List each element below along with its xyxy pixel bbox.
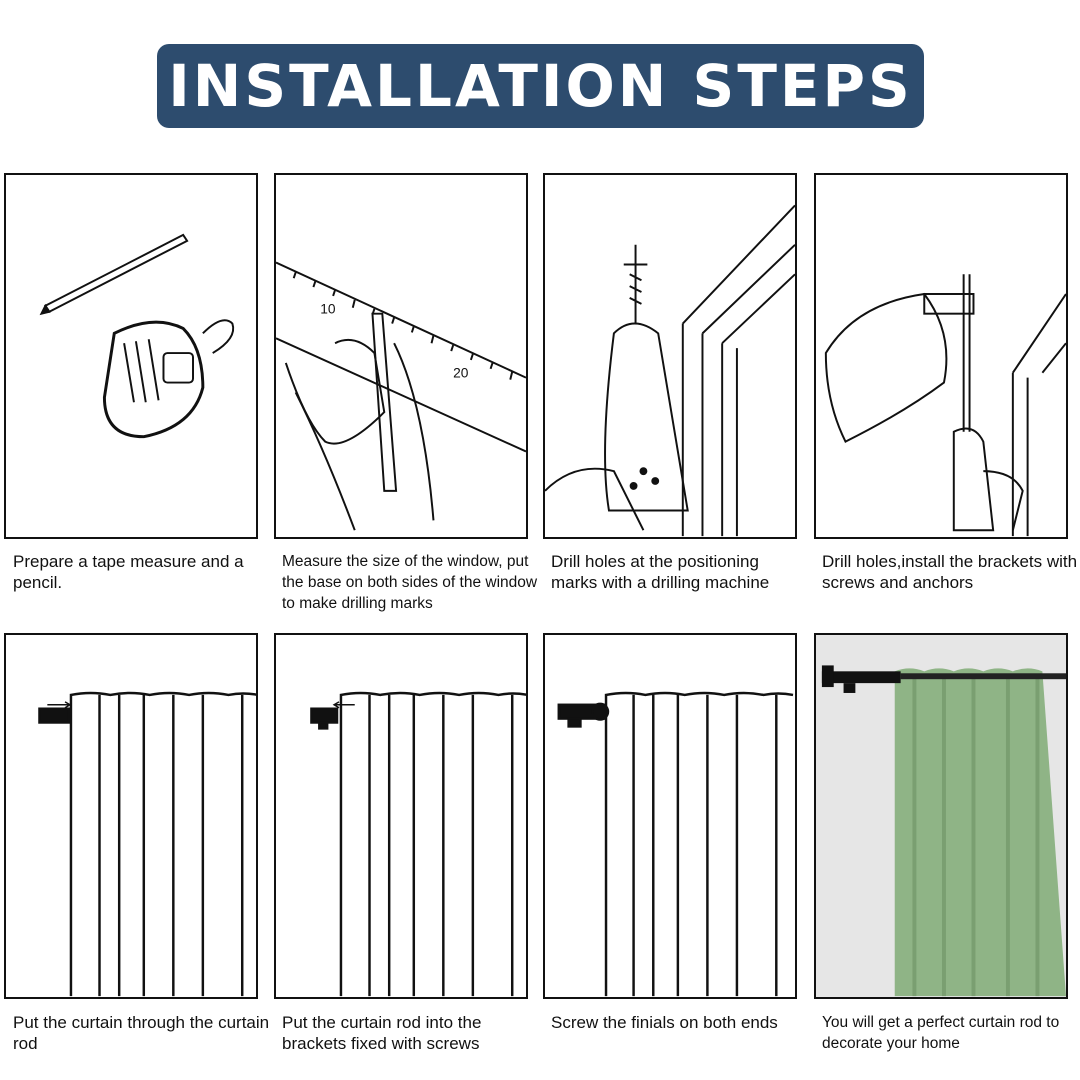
step-2-image: 10 20 bbox=[274, 173, 528, 539]
curtain-icon bbox=[604, 691, 794, 997]
window-frame-icon bbox=[681, 204, 795, 537]
step-3-caption: Drill holes at the positioning marks wit… bbox=[551, 552, 770, 592]
page-title: INSTALLATION STEPS bbox=[168, 52, 913, 120]
curtain-rod-icon bbox=[38, 701, 72, 724]
finial-icon bbox=[557, 702, 610, 728]
step-2-caption: Measure the size of the window, put the … bbox=[282, 553, 538, 612]
curtain-icon bbox=[339, 691, 526, 997]
step-8-caption: You will get a perfect curtain rod to de… bbox=[822, 1014, 1060, 1052]
step-1-caption: Prepare a tape measure and a pencil. bbox=[13, 552, 244, 592]
ruler-label-20: 20 bbox=[453, 366, 469, 381]
hand-screwdriver-icon bbox=[824, 292, 1024, 532]
ruler-label-10: 10 bbox=[320, 302, 336, 317]
step-5-caption: Put the curtain through the curtain rod bbox=[13, 1013, 270, 1053]
curtain-icon bbox=[69, 691, 256, 997]
drill-icon bbox=[545, 244, 689, 531]
step-7-caption: Screw the finials on both ends bbox=[551, 1013, 778, 1032]
step-3-image bbox=[543, 173, 797, 539]
step-6-caption: Put the curtain rod into the brackets fi… bbox=[282, 1013, 482, 1053]
green-curtain-photo bbox=[894, 668, 1066, 997]
pencil-icon bbox=[39, 233, 189, 316]
step-6-image bbox=[274, 633, 528, 999]
step-1-image bbox=[4, 173, 258, 539]
wall-corner-icon bbox=[1011, 293, 1066, 537]
title-banner: INSTALLATION STEPS bbox=[157, 44, 924, 128]
step-8-image bbox=[814, 633, 1068, 999]
curtain-rod-icon bbox=[821, 665, 1066, 693]
step-5-image bbox=[4, 633, 258, 999]
bracket-icon bbox=[923, 274, 975, 432]
step-4-caption: Drill holes,install the brackets with sc… bbox=[822, 552, 1078, 592]
step-4-image bbox=[814, 173, 1068, 539]
bracket-icon bbox=[310, 701, 355, 730]
hand-pencil-icon bbox=[284, 312, 435, 531]
ruler-icon: 10 20 bbox=[276, 261, 526, 453]
step-7-image bbox=[543, 633, 797, 999]
tape-measure-icon bbox=[102, 319, 235, 439]
